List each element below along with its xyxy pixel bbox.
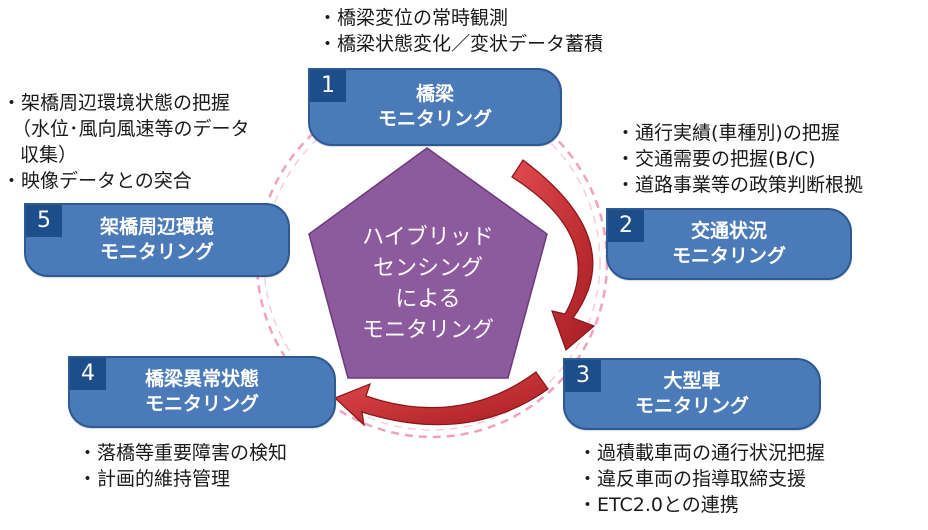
center-pentagon (308, 147, 548, 379)
node-title: 架橋周辺環境 (99, 216, 214, 238)
node-number: 4 (70, 358, 106, 390)
note-item: ・計画的維持管理 (78, 468, 231, 490)
note-item: ・落橋等重要障害の検知 (78, 442, 288, 464)
node-number: 3 (565, 360, 601, 392)
node-number: 1 (310, 70, 346, 102)
center-line: センシング (372, 256, 483, 281)
note-item: ・ETC2.0との連携 (578, 494, 739, 516)
arrow-bottom (333, 371, 549, 427)
node-bridge-anomaly-monitoring: 4 橋梁異常状態 モニタリング (68, 356, 336, 428)
note-item: ・道路事業等の政策判断根拠 (616, 174, 864, 196)
node-heavy-vehicle-monitoring: 3 大型車 モニタリング (563, 358, 821, 430)
node-subtitle: モニタリング (634, 395, 749, 417)
node-number: 5 (26, 205, 62, 237)
node-title: 橋梁異常状態 (144, 368, 259, 390)
note-item: ・交通需要の把握(B/C) (616, 148, 816, 170)
arrow-right (511, 159, 596, 352)
node-traffic-monitoring: 2 交通状況 モニタリング (606, 208, 852, 280)
note-item: 収集） (20, 144, 78, 166)
node-subtitle: モニタリング (377, 108, 492, 130)
node-subtitle: モニタリング (144, 393, 259, 415)
notes-traffic: ・通行実績(車種別)の把握 ・交通需要の把握(B/C) ・道路事業等の政策判断根… (616, 120, 863, 198)
note-item: ・映像データとの突合 (2, 170, 192, 192)
notes-heavy-vehicle: ・過積載車両の通行状況把握 ・違反車両の指導取締支援 ・ETC2.0との連携 (578, 440, 825, 518)
note-item: ・違反車両の指導取締支援 (578, 468, 807, 490)
node-subtitle: モニタリング (671, 245, 786, 267)
node-subtitle: モニタリング (99, 241, 214, 263)
notes-environment: ・架橋周辺環境状態の把握 （水位･風向風速等のデータ 収集） ・映像データとの突… (2, 90, 250, 194)
note-item: ・橋梁変位の常時観測 (318, 7, 509, 29)
node-environment-monitoring: 5 架橋周辺環境 モニタリング (24, 203, 290, 277)
note-item: ・橋梁状態変化／変状データ蓄積 (318, 33, 604, 55)
notes-bridge: ・橋梁変位の常時観測 ・橋梁状態変化／変状データ蓄積 (318, 5, 603, 57)
note-item: ・架橋周辺環境状態の把握 (2, 92, 231, 114)
note-item: ・過積載車両の通行状況把握 (578, 442, 826, 464)
center-label: ハイブリッド センシング による モニタリング (328, 222, 528, 346)
node-title: 交通状況 (690, 220, 767, 242)
center-line: モニタリング (361, 318, 494, 343)
notes-bridge-anomaly: ・落橋等重要障害の検知 ・計画的維持管理 (78, 440, 287, 492)
note-item: （水位･風向風速等のデータ (12, 118, 250, 140)
node-number: 2 (608, 210, 644, 242)
note-item: ・通行実績(車種別)の把握 (616, 122, 840, 144)
center-line: による (395, 287, 461, 312)
center-line: ハイブリッド (362, 225, 494, 250)
node-title: 大型車 (663, 370, 721, 392)
node-bridge-monitoring: 1 橋梁 モニタリング (308, 68, 562, 146)
node-title: 橋梁 (415, 83, 454, 105)
